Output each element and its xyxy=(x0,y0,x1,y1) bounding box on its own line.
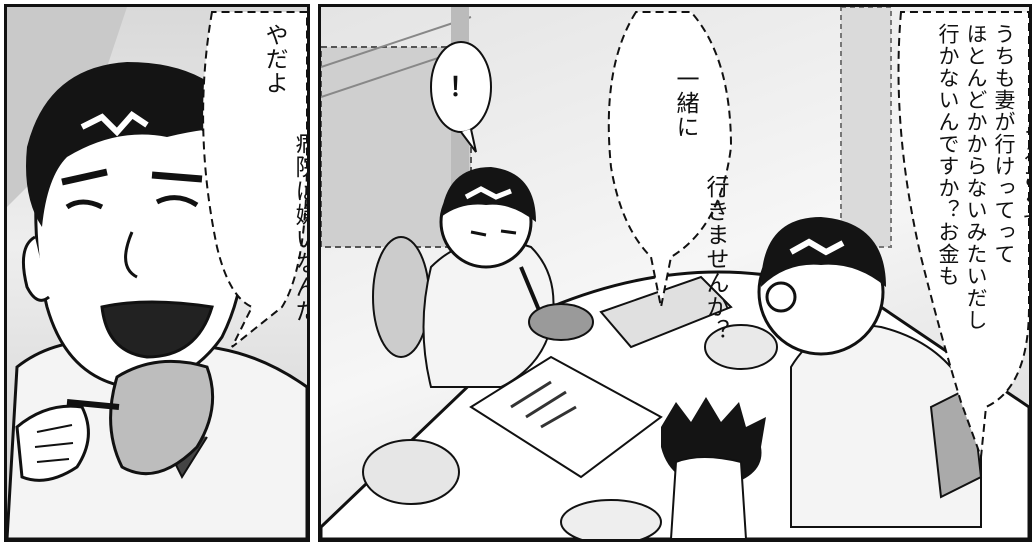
right-panel: 行きませんか？ 一緒に ！ うるさくて～ うちも妻が行けってって ほとんどかから… xyxy=(318,4,1032,542)
speech-line: 行かないんですか？お金も xyxy=(936,23,960,287)
speech-line: 一緒に xyxy=(672,67,698,139)
speech-line: やだよ xyxy=(261,23,287,95)
family-dinner-illustration xyxy=(321,7,1029,539)
speech-bubble-father: うるさくて～ うちも妻が行けってって ほとんどかからないみたいだし 行かないんで… xyxy=(906,23,1032,331)
speech-bubble-invitation: 行きませんか？ 一緒に xyxy=(640,67,760,343)
man-eating-chicken-illustration xyxy=(7,7,307,539)
exclamation-mark: ！ xyxy=(449,73,476,103)
speech-line: 行きませんか？ xyxy=(702,175,728,343)
speech-line: 病院は嫌いなんだ xyxy=(291,131,310,323)
left-panel: 病院は嫌いなんだ やだよ xyxy=(4,4,310,542)
speech-line: うるさくて～ xyxy=(1020,123,1032,255)
speech-line: うちも妻が行けってって xyxy=(992,23,1016,265)
speech-bubble-refusal: 病院は嫌いなんだ やだよ xyxy=(229,23,310,323)
speech-line: ほとんどかからないみたいだし xyxy=(964,23,988,331)
